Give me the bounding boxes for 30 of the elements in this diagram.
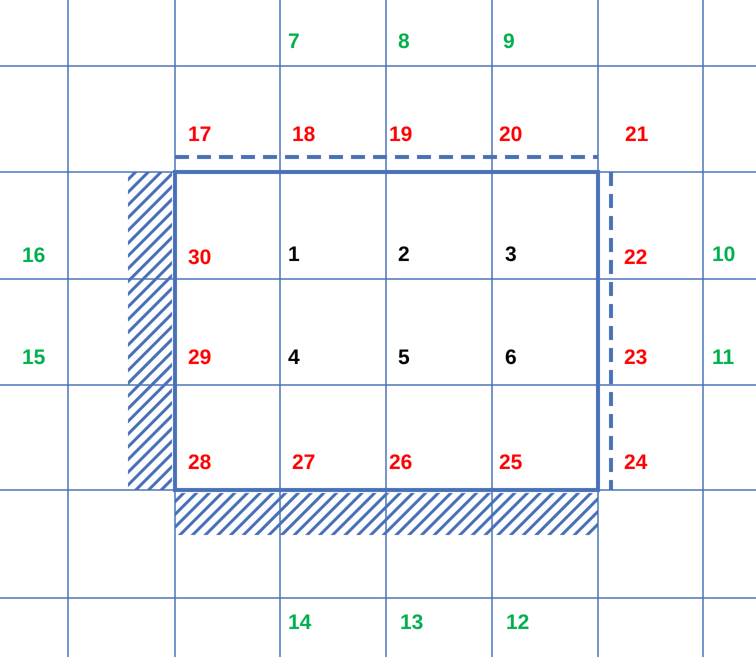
grid-number: 17	[188, 123, 212, 147]
grid-number: 21	[625, 123, 648, 147]
grid-number: 1	[288, 243, 300, 267]
grid-number: 8	[398, 30, 410, 54]
grid-number: 25	[499, 451, 522, 475]
grid-number: 28	[188, 451, 212, 475]
grid-number: 6	[505, 346, 517, 370]
grid-number: 23	[624, 346, 648, 370]
grid-number: 19	[389, 123, 412, 147]
grid-number: 30	[188, 246, 212, 270]
grid-number: 10	[712, 243, 736, 267]
grid-number: 22	[624, 246, 648, 270]
grid-number: 12	[506, 611, 530, 635]
grid-number: 2	[398, 243, 410, 267]
grid-number: 24	[624, 451, 648, 475]
grid-number: 26	[389, 451, 412, 475]
grid-number: 27	[292, 451, 316, 475]
grid-number: 13	[400, 611, 424, 635]
grid-number: 29	[188, 346, 212, 370]
grid-number: 18	[292, 123, 316, 147]
grid-number: 5	[398, 346, 410, 370]
grid-number: 14	[288, 611, 312, 635]
grid-number: 11	[712, 346, 734, 370]
grid-number: 20	[499, 123, 522, 147]
grid-number: 15	[22, 346, 46, 370]
grid-number: 16	[22, 244, 46, 268]
grid-number: 9	[503, 30, 515, 54]
grid-number: 4	[288, 346, 300, 370]
grid-number: 7	[288, 30, 300, 54]
grid-number: 3	[505, 243, 517, 267]
